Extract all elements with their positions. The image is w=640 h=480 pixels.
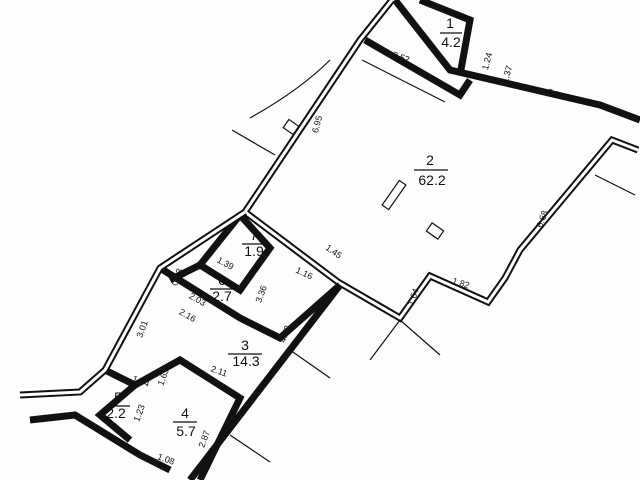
dimension-label: 1.24: [480, 51, 494, 71]
dimension-label: 3.76: [546, 86, 566, 101]
dimension-label: 2.16: [177, 307, 197, 324]
dimension-label: 1.23: [131, 403, 146, 423]
room-number: 7: [250, 227, 258, 243]
room-number: 1: [446, 15, 454, 31]
dimension-label: 3.01: [134, 319, 149, 339]
dimension-label: 1.45: [324, 242, 344, 260]
room-area: 1.9: [244, 243, 264, 259]
room-3: 3 14.3: [228, 337, 262, 369]
room-number: 4: [181, 405, 189, 421]
room-1: 1 4.2: [440, 15, 462, 50]
room-5: 5 2.2: [106, 389, 130, 421]
room-number: 5: [114, 389, 122, 405]
dimension-label: 2.87: [196, 429, 211, 449]
room-6: 6 2.7: [210, 272, 234, 304]
room-number: 2: [426, 152, 434, 168]
room-area: 4.2: [441, 34, 461, 50]
room-2: 2 62.2: [414, 152, 448, 188]
dimension-label: 6.95: [310, 114, 324, 134]
room-7: 7 1.9: [242, 227, 266, 259]
dimension-labels: 3.52 1.24 1.37 3.76 6.95 6.68 1.82 1.64 …: [131, 49, 566, 466]
dimension-label: 1.37: [500, 64, 514, 84]
room-area: 5.7: [176, 423, 196, 439]
door-swings: [229, 59, 636, 463]
room-area: 14.3: [232, 353, 259, 369]
dimension-label: 4.72: [277, 324, 292, 344]
dimension-label: 3.36: [253, 284, 268, 304]
room-area: 2.7: [212, 288, 232, 304]
room-number: 3: [241, 337, 249, 353]
room-area: 2.2: [106, 405, 126, 421]
room-4: 4 5.7: [173, 405, 197, 439]
walls: [19, 0, 640, 480]
dimension-label: 1.16: [294, 265, 314, 281]
room-area: 62.2: [418, 172, 445, 188]
room-number: 6: [218, 272, 226, 288]
dimension-label: 1.39: [215, 255, 235, 272]
